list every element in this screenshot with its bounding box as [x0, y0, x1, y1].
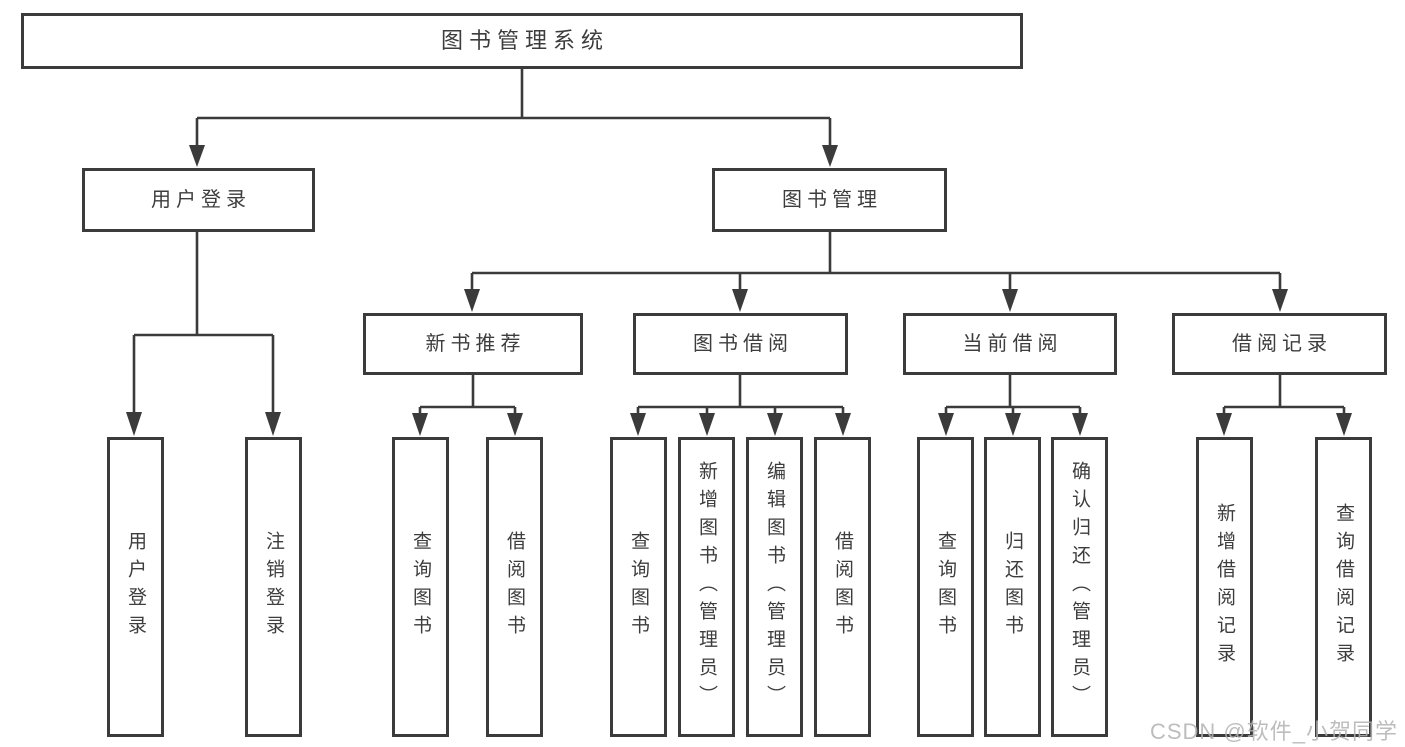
leaf-newbooks-borrow: 借阅图书 [486, 437, 543, 737]
leaf-logout-label: 注销登录 [263, 531, 284, 643]
node-current-borrow-label: 当前借阅 [962, 333, 1063, 355]
csdn-watermark: CSDN @软件_小贺同学 [1149, 719, 1398, 744]
node-user-login-label: 用户登录 [151, 189, 251, 211]
leaf-current-return-label: 归还图书 [1002, 531, 1023, 643]
leaf-records-query-label: 查询借阅记录 [1333, 503, 1354, 671]
connector-current-borrow [938, 375, 1088, 436]
connector-book-borrow [630, 375, 851, 436]
leaf-borrow-edit-label: 编辑图书（管理员） [764, 461, 785, 713]
leaf-borrow-borrow: 借阅图书 [814, 437, 871, 737]
leaf-records-add-label: 新增借阅记录 [1214, 503, 1235, 671]
leaf-current-confirm-label: 确认归还（管理员） [1069, 461, 1090, 713]
node-root-label: 图书管理系统 [440, 28, 609, 53]
leaf-borrow-add-label: 新增图书（管理员） [696, 461, 717, 713]
leaf-records-query: 查询借阅记录 [1315, 437, 1372, 737]
leaf-user-login: 用户登录 [107, 437, 164, 737]
leaf-current-query: 查询图书 [917, 437, 974, 737]
node-borrow-records: 借阅记录 [1172, 313, 1387, 375]
node-root: 图书管理系统 [21, 13, 1023, 69]
leaf-borrow-add: 新增图书（管理员） [678, 437, 735, 737]
leaf-current-confirm: 确认归还（管理员） [1051, 437, 1108, 737]
node-book-borrow-label: 图书借阅 [693, 333, 793, 355]
leaf-records-add: 新增借阅记录 [1196, 437, 1253, 737]
connector-root [189, 69, 838, 167]
leaf-borrow-query-label: 查询图书 [628, 531, 649, 643]
node-new-books-label: 新书推荐 [425, 333, 526, 355]
leaf-newbooks-borrow-label: 借阅图书 [504, 531, 525, 643]
leaf-current-return: 归还图书 [984, 437, 1041, 737]
leaf-borrow-query: 查询图书 [610, 437, 667, 737]
leaf-logout: 注销登录 [245, 437, 302, 737]
connector-book-mgmt [464, 232, 1288, 312]
node-user-login: 用户登录 [82, 168, 315, 232]
leaf-current-query-label: 查询图书 [935, 531, 956, 643]
leaf-borrow-edit: 编辑图书（管理员） [746, 437, 803, 737]
leaf-newbooks-query: 查询图书 [392, 437, 449, 737]
node-current-borrow: 当前借阅 [903, 313, 1117, 375]
node-book-borrow: 图书借阅 [633, 313, 848, 375]
connector-borrow-records [1216, 375, 1352, 436]
node-borrow-records-label: 借阅记录 [1232, 333, 1332, 355]
node-book-mgmt: 图书管理 [712, 168, 947, 232]
node-book-mgmt-label: 图书管理 [782, 189, 882, 211]
leaf-newbooks-query-label: 查询图书 [410, 531, 431, 643]
leaf-user-login-label: 用户登录 [125, 531, 146, 643]
connector-user-login [126, 232, 281, 436]
node-new-books: 新书推荐 [363, 313, 583, 375]
connector-new-books [412, 375, 523, 436]
leaf-borrow-borrow-label: 借阅图书 [832, 531, 853, 643]
